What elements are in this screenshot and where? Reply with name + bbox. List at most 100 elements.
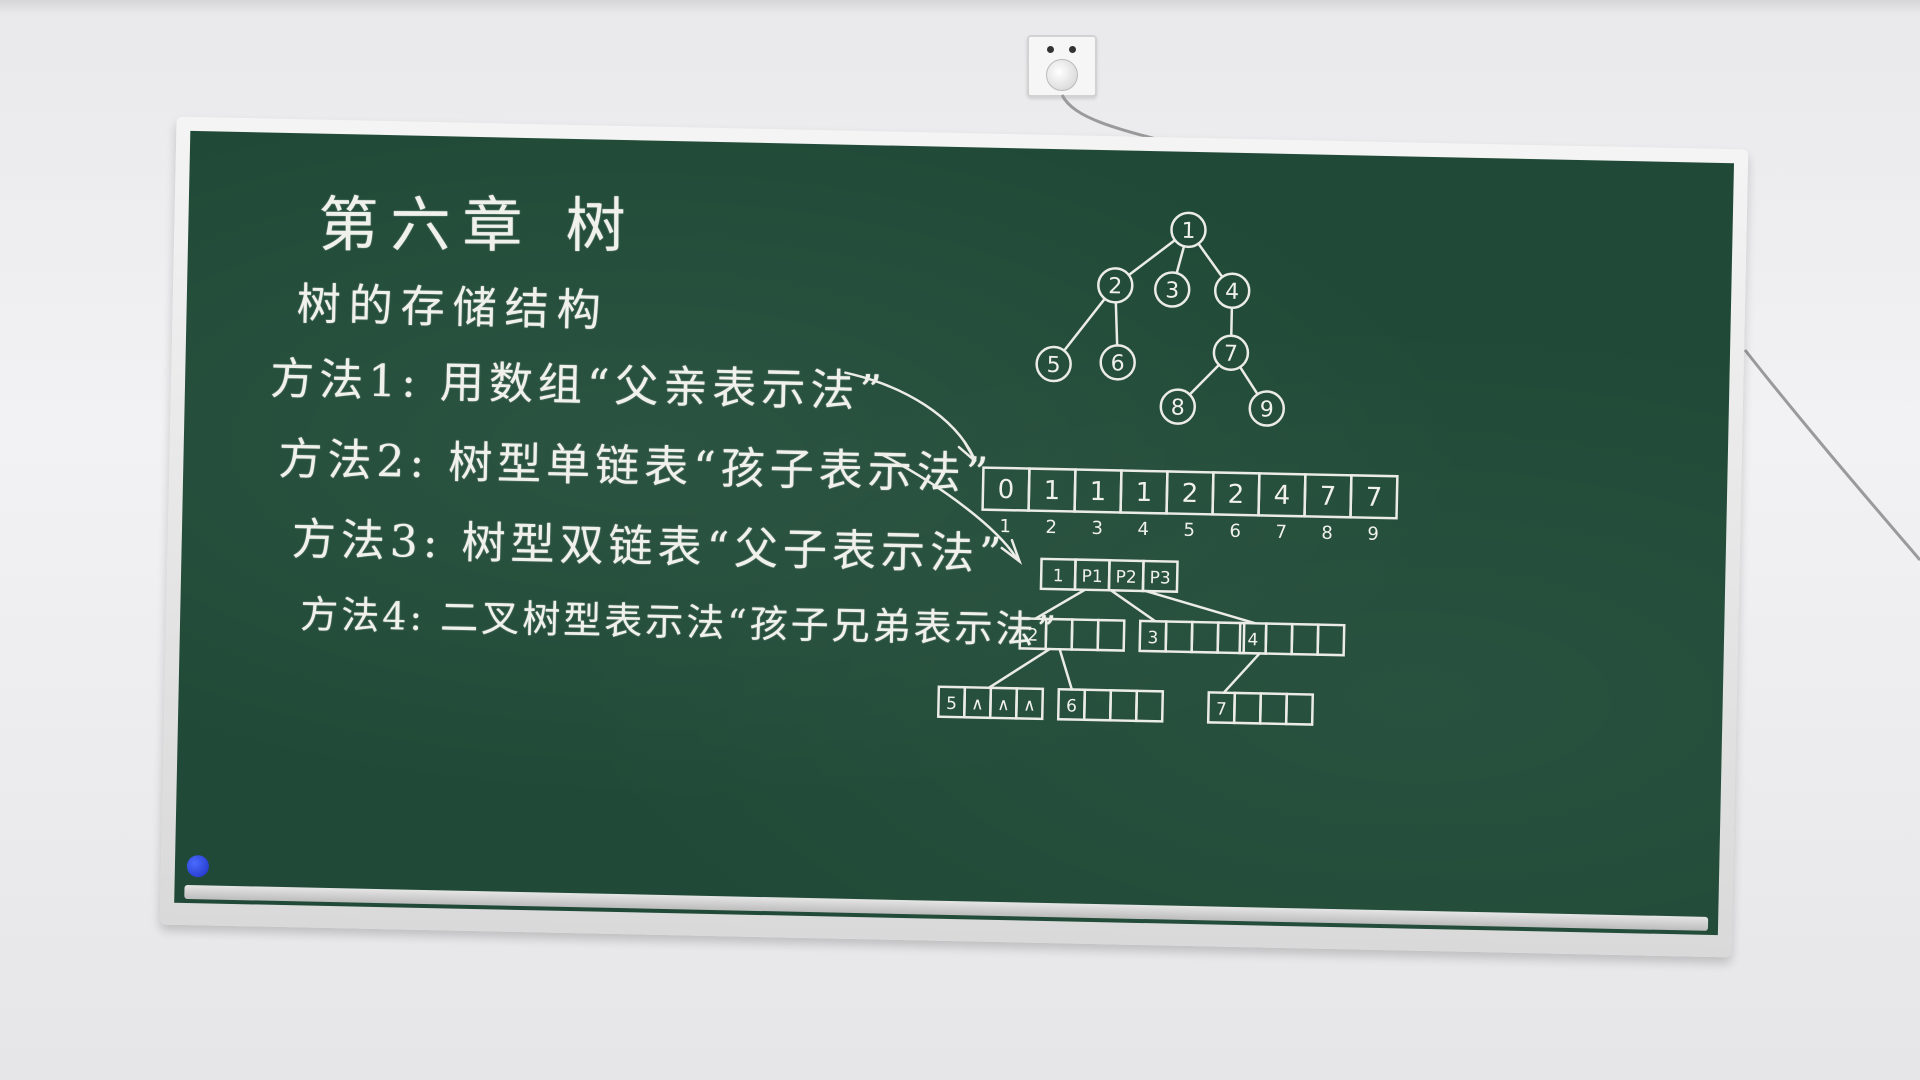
node-field-box xyxy=(1070,618,1100,652)
node-field-box xyxy=(1141,559,1179,593)
array-cell: 1 xyxy=(1119,469,1169,515)
tree-node: 4 xyxy=(1213,272,1251,310)
node-field-box xyxy=(1216,621,1246,655)
tree-edge xyxy=(1230,306,1234,338)
array-index: 6 xyxy=(1229,521,1241,542)
tree-node: 5 xyxy=(1035,345,1072,383)
node-field-box xyxy=(1264,622,1294,656)
side-cable xyxy=(1743,349,1920,561)
tree-node: 3 xyxy=(1153,271,1191,308)
array-cell: 4 xyxy=(1257,472,1307,518)
array-cell: 2 xyxy=(1211,471,1261,517)
tree-node-circle xyxy=(1035,345,1072,383)
node-field-box xyxy=(1316,623,1346,657)
array-index: 8 xyxy=(1321,523,1333,544)
pointer-line xyxy=(987,647,1051,690)
node-field-label: 3 xyxy=(1147,628,1158,648)
tree-edges xyxy=(1062,238,1259,396)
tree-node-circle xyxy=(1153,271,1191,308)
tree-edge xyxy=(1114,301,1119,347)
array-value: 0 xyxy=(997,475,1014,505)
power-plug xyxy=(1046,59,1078,91)
array-cell-box xyxy=(1349,474,1399,520)
tree-node: 6 xyxy=(1099,344,1136,381)
arrow-method2-to-linked xyxy=(882,454,1018,560)
grandchild-node: 6 xyxy=(1056,687,1165,723)
ceiling-edge xyxy=(0,0,1920,14)
tree-edge xyxy=(1175,244,1186,275)
arrow-method1-to-array xyxy=(844,371,975,459)
node-field-label: P1 xyxy=(1081,567,1102,587)
node-field-label: P2 xyxy=(1115,567,1136,587)
array-cell: 1 xyxy=(1073,468,1123,514)
tree-node: 8 xyxy=(1159,388,1197,425)
tree-node-circle xyxy=(1212,334,1250,372)
child-node: 2 xyxy=(1018,617,1126,652)
arrows xyxy=(844,371,1023,565)
array-value: 4 xyxy=(1273,481,1290,511)
array-cell: 1 xyxy=(1027,467,1077,513)
array-cell: 7 xyxy=(1303,473,1353,519)
node-field-label: 4 xyxy=(1247,630,1258,650)
array-cell: 2 xyxy=(1165,470,1215,516)
tree-node-circle xyxy=(1159,388,1197,425)
tree-edge xyxy=(1188,363,1221,396)
array-value: 1 xyxy=(1089,477,1106,507)
tree-node-label: 5 xyxy=(1046,353,1061,378)
socket-hole xyxy=(1069,46,1076,53)
tree-node: 1 xyxy=(1170,211,1207,249)
tree-node-circle xyxy=(1097,267,1134,304)
tree-node-label: 2 xyxy=(1108,274,1123,299)
tree-node: 7 xyxy=(1212,334,1250,372)
tree-edge xyxy=(1197,242,1224,279)
tree-node-circle xyxy=(1170,211,1207,249)
array-value: 2 xyxy=(1181,479,1198,509)
root-node: 1 P1 P2 P3 xyxy=(1039,557,1179,593)
child-node: 4 xyxy=(1238,621,1346,657)
node-field-label: ∧ xyxy=(997,695,1010,715)
array-value: 1 xyxy=(1043,476,1060,506)
array-index: 3 xyxy=(1091,518,1103,539)
tree-node-label: 6 xyxy=(1110,351,1125,376)
tree-edge xyxy=(1127,238,1177,277)
tree-node-circle xyxy=(1099,344,1136,381)
tree-edge xyxy=(1062,297,1107,352)
pointer-line xyxy=(1058,647,1074,691)
node-field-label: 7 xyxy=(1216,700,1227,720)
chalkboard-frame: 第六章 树 树的存储结构 方法1: 用数组“父亲表示法” 方法2: 树型单链表“… xyxy=(159,116,1749,958)
tree-node-circle xyxy=(1248,390,1286,427)
node-field-box xyxy=(1190,620,1220,654)
node-field-box xyxy=(1082,688,1113,722)
array-cell: 7 xyxy=(1349,474,1399,520)
array-value: 2 xyxy=(1227,480,1244,510)
node-field-label: ∧ xyxy=(971,694,984,714)
pointer-line xyxy=(1222,652,1261,694)
array-index: 9 xyxy=(1367,524,1379,545)
tree-node-label: 3 xyxy=(1165,278,1180,303)
node-field-box xyxy=(1284,692,1315,726)
tree-node-circle xyxy=(1213,272,1251,310)
node-field-box xyxy=(1164,620,1194,654)
node-field-label: 2 xyxy=(1027,626,1038,646)
node-field-label: 6 xyxy=(1066,696,1077,716)
chalkboard: 第六章 树 树的存储结构 方法1: 用数组“父亲表示法” 方法2: 树型单链表“… xyxy=(174,130,1734,936)
tree-node-label: 9 xyxy=(1259,397,1274,422)
tree-edge xyxy=(1238,365,1259,396)
array-index: 7 xyxy=(1275,522,1287,543)
wall-socket xyxy=(1027,35,1097,97)
tree-node: 9 xyxy=(1248,390,1286,427)
array-index: 5 xyxy=(1183,520,1195,541)
arrow-head xyxy=(1000,538,1023,565)
node-field-box xyxy=(1014,687,1045,721)
tree-node-label: 4 xyxy=(1225,280,1240,305)
node-field-label: P3 xyxy=(1149,568,1170,588)
node-field-label: ∧ xyxy=(1023,695,1036,715)
tree-nodes: 1 2 3 4 5 6 78 9 xyxy=(1035,211,1286,427)
tree-node: 2 xyxy=(1097,267,1134,304)
node-field-label: 1 xyxy=(1053,566,1064,586)
array-index: 4 xyxy=(1137,519,1149,540)
array-index: 2 xyxy=(1045,517,1057,538)
socket-hole xyxy=(1047,46,1054,53)
